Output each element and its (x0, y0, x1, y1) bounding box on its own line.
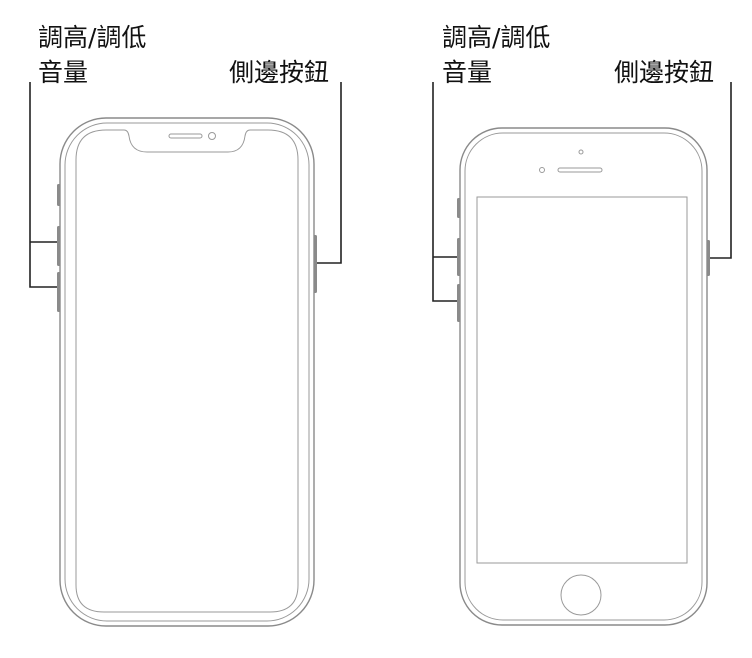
right-phone-frame-inner (464, 132, 703, 621)
right-phone-speaker (557, 167, 603, 173)
left-phone-body (59, 117, 315, 627)
left-phone (57, 117, 317, 627)
right-side-button-callout-line (710, 82, 732, 259)
left-volume-label-line2: 音量 (38, 58, 88, 87)
right-volume-label-line1: 調高/調低 (442, 23, 550, 52)
left-volume-label-line1: 調高/調低 (38, 23, 146, 52)
left-phone-front-camera (208, 132, 216, 140)
right-phone-sensor (578, 149, 584, 155)
right-phone (457, 127, 710, 626)
left-side-button-callout-line (317, 82, 342, 264)
left-phone-screen (75, 129, 299, 613)
right-side-button-label: 側邊按鈕 (614, 58, 714, 87)
right-phone-body (459, 127, 708, 626)
right-volume-callout-line (432, 82, 457, 302)
right-volume-label-line2: 音量 (442, 58, 492, 87)
right-phone-front-camera (539, 167, 545, 173)
right-phone-screen (476, 196, 688, 564)
left-phone-speaker (168, 133, 203, 139)
right-phone-home-button (560, 574, 602, 616)
left-volume-callout-line (29, 82, 57, 288)
left-side-button-label: 側邊按鈕 (229, 58, 329, 87)
left-phone-frame-inner (64, 122, 310, 622)
